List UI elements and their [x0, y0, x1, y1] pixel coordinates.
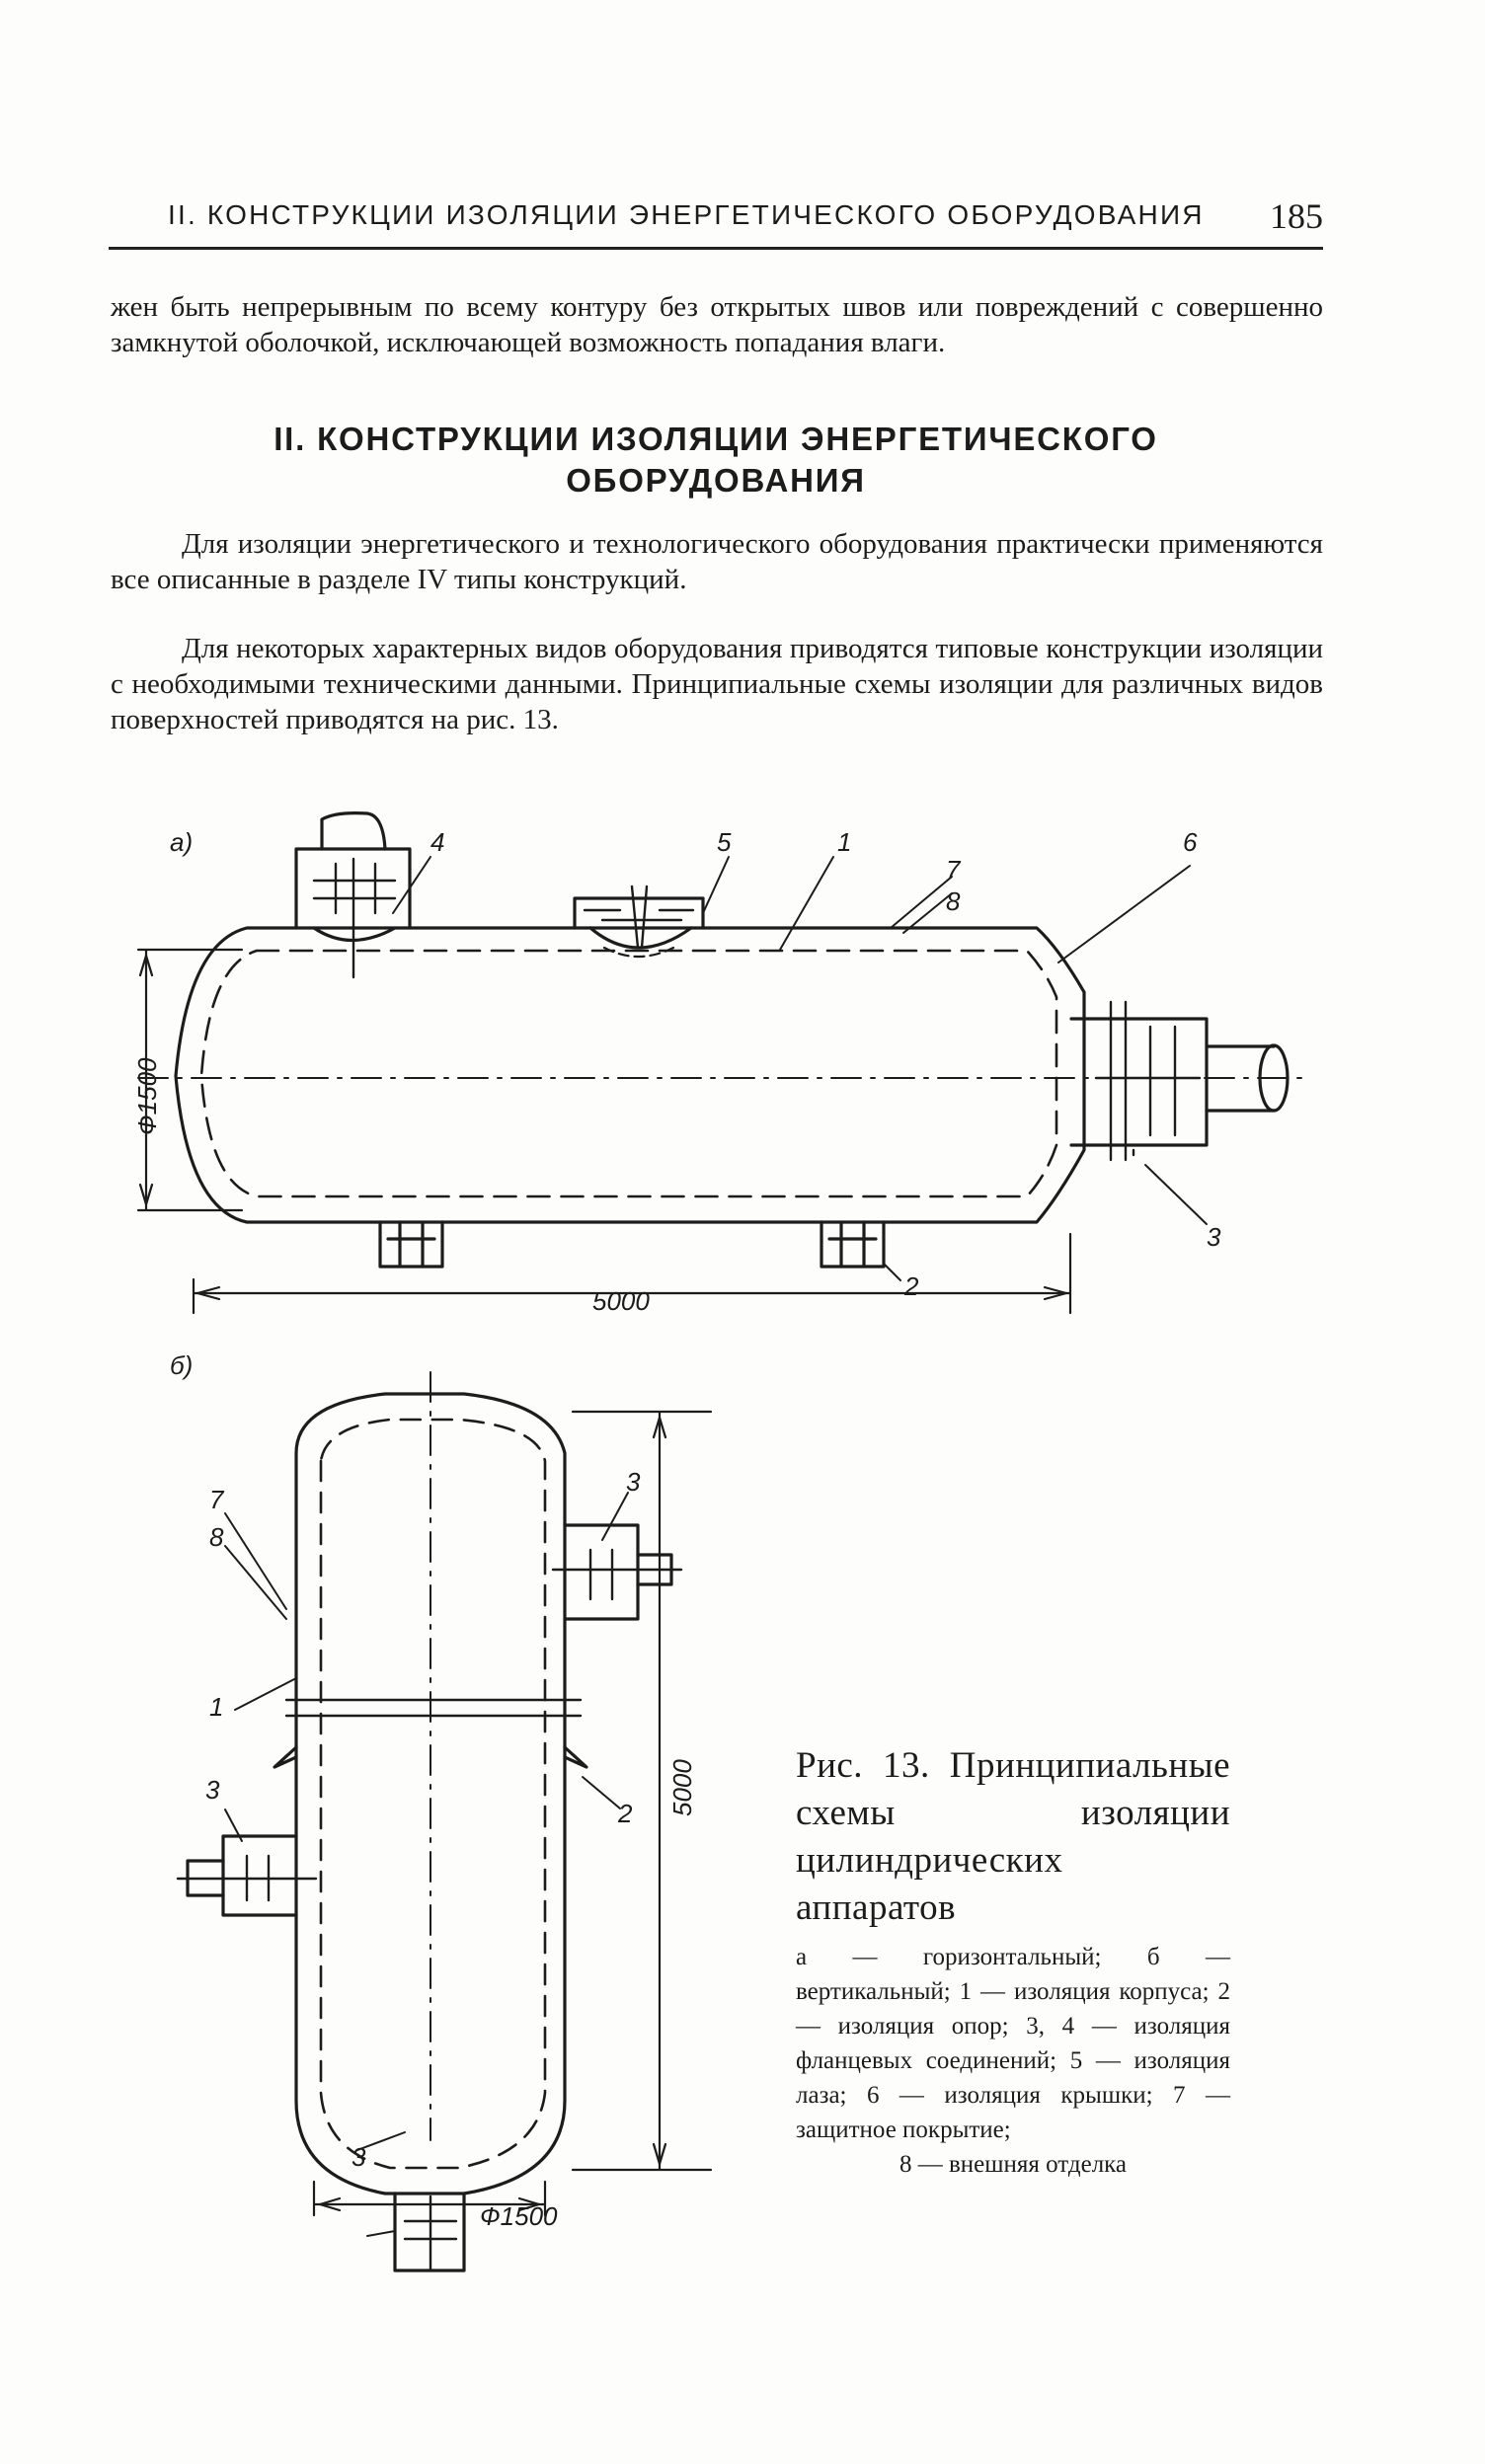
figure-a-letter: а): [170, 827, 193, 857]
callout-3-b-upper: 3: [626, 1467, 641, 1497]
header-rule: [109, 247, 1323, 250]
nozzle-3-right: [1069, 1000, 1290, 1162]
callout-4: 4: [430, 827, 444, 857]
vessel-a-outer-outline: [174, 926, 1086, 1224]
caption-text: а — горизонтальный; б — вертикальный; 1 …: [796, 1944, 1230, 2143]
callout-5: 5: [717, 827, 732, 857]
callout-1-b: 1: [209, 1692, 223, 1722]
diameter-label-b: Ф1500: [480, 2201, 558, 2231]
section-heading: II. КОНСТРУКЦИИ ИЗОЛЯЦИИ ЭНЕРГЕТИЧЕСКОГО…: [109, 419, 1323, 501]
paragraph-continuation: жен быть непрерывным по всему контуру бе…: [111, 291, 1323, 358]
vessel-b-inner-shell: [319, 1418, 547, 2170]
nozzle-3-lower-b: [176, 1834, 318, 1917]
leaders-b: [224, 1492, 629, 2237]
length-label-a: 5000: [592, 1286, 650, 1316]
callout-3-b-lower: 3: [205, 1775, 220, 1805]
callout-7-b: 7: [209, 1485, 225, 1514]
callout-2-b: 2: [617, 1799, 633, 1828]
diameter-label-a: Ф1500: [132, 1057, 162, 1135]
running-head-title: II. КОНСТРУКЦИИ ИЗОЛЯЦИИ ЭНЕРГЕТИЧЕСКОГО…: [168, 199, 1205, 230]
leaders-a: [392, 856, 1208, 1281]
figure-caption: Рис. 13. Принципиальные схемы изоляции ц…: [796, 1742, 1230, 2182]
paragraph-figure-reference: Для некоторых характерных видов оборудов…: [111, 633, 1323, 735]
running-head: II. КОНСТРУКЦИИ ИЗОЛЯЦИИ ЭНЕРГЕТИЧЕСКОГО…: [109, 196, 1323, 247]
vessel-b-outer-outline: [294, 1392, 567, 2195]
callout-6: 6: [1183, 827, 1198, 857]
caption-title: Рис. 13. Принципиальные схемы изоляции ц…: [796, 1745, 1230, 1928]
callout-1-a: 1: [837, 827, 851, 857]
section-heading-line-2: ОБОРУДОВАНИЯ: [566, 462, 866, 499]
figure-b-letter: б): [170, 1350, 193, 1380]
height-label-b: 5000: [667, 1759, 697, 1816]
callout-7-a: 7: [946, 855, 962, 885]
callout-3-a: 3: [1207, 1222, 1221, 1252]
figure-a-drawing: [136, 811, 1304, 1315]
nozzle-4: [294, 811, 412, 979]
page-number: 185: [1270, 196, 1323, 236]
manhole-5: [573, 885, 705, 958]
callout-2-a: 2: [903, 1271, 919, 1301]
paragraph-intro: Для изоляции энергетического и технологи…: [111, 528, 1323, 595]
dimensions-b: [312, 1410, 713, 2217]
callout-8-a: 8: [946, 886, 961, 916]
callout-3-b-bottom: 3: [352, 2142, 366, 2172]
figure-b-drawing: [176, 1371, 713, 2272]
supports-2-a: [378, 1220, 886, 1269]
section-heading-line-1: II. КОНСТРУКЦИИ ИЗОЛЯЦИИ ЭНЕРГЕТИЧЕСКОГО: [274, 421, 1158, 457]
vessel-a-inner-shell: [199, 949, 1058, 1198]
nozzle-3-upper-b: [551, 1523, 683, 1621]
callout-8-b: 8: [209, 1522, 224, 1552]
caption-last-line: 8 — внешняя отделка: [899, 2151, 1128, 2178]
dimensions-a: [136, 948, 1072, 1315]
